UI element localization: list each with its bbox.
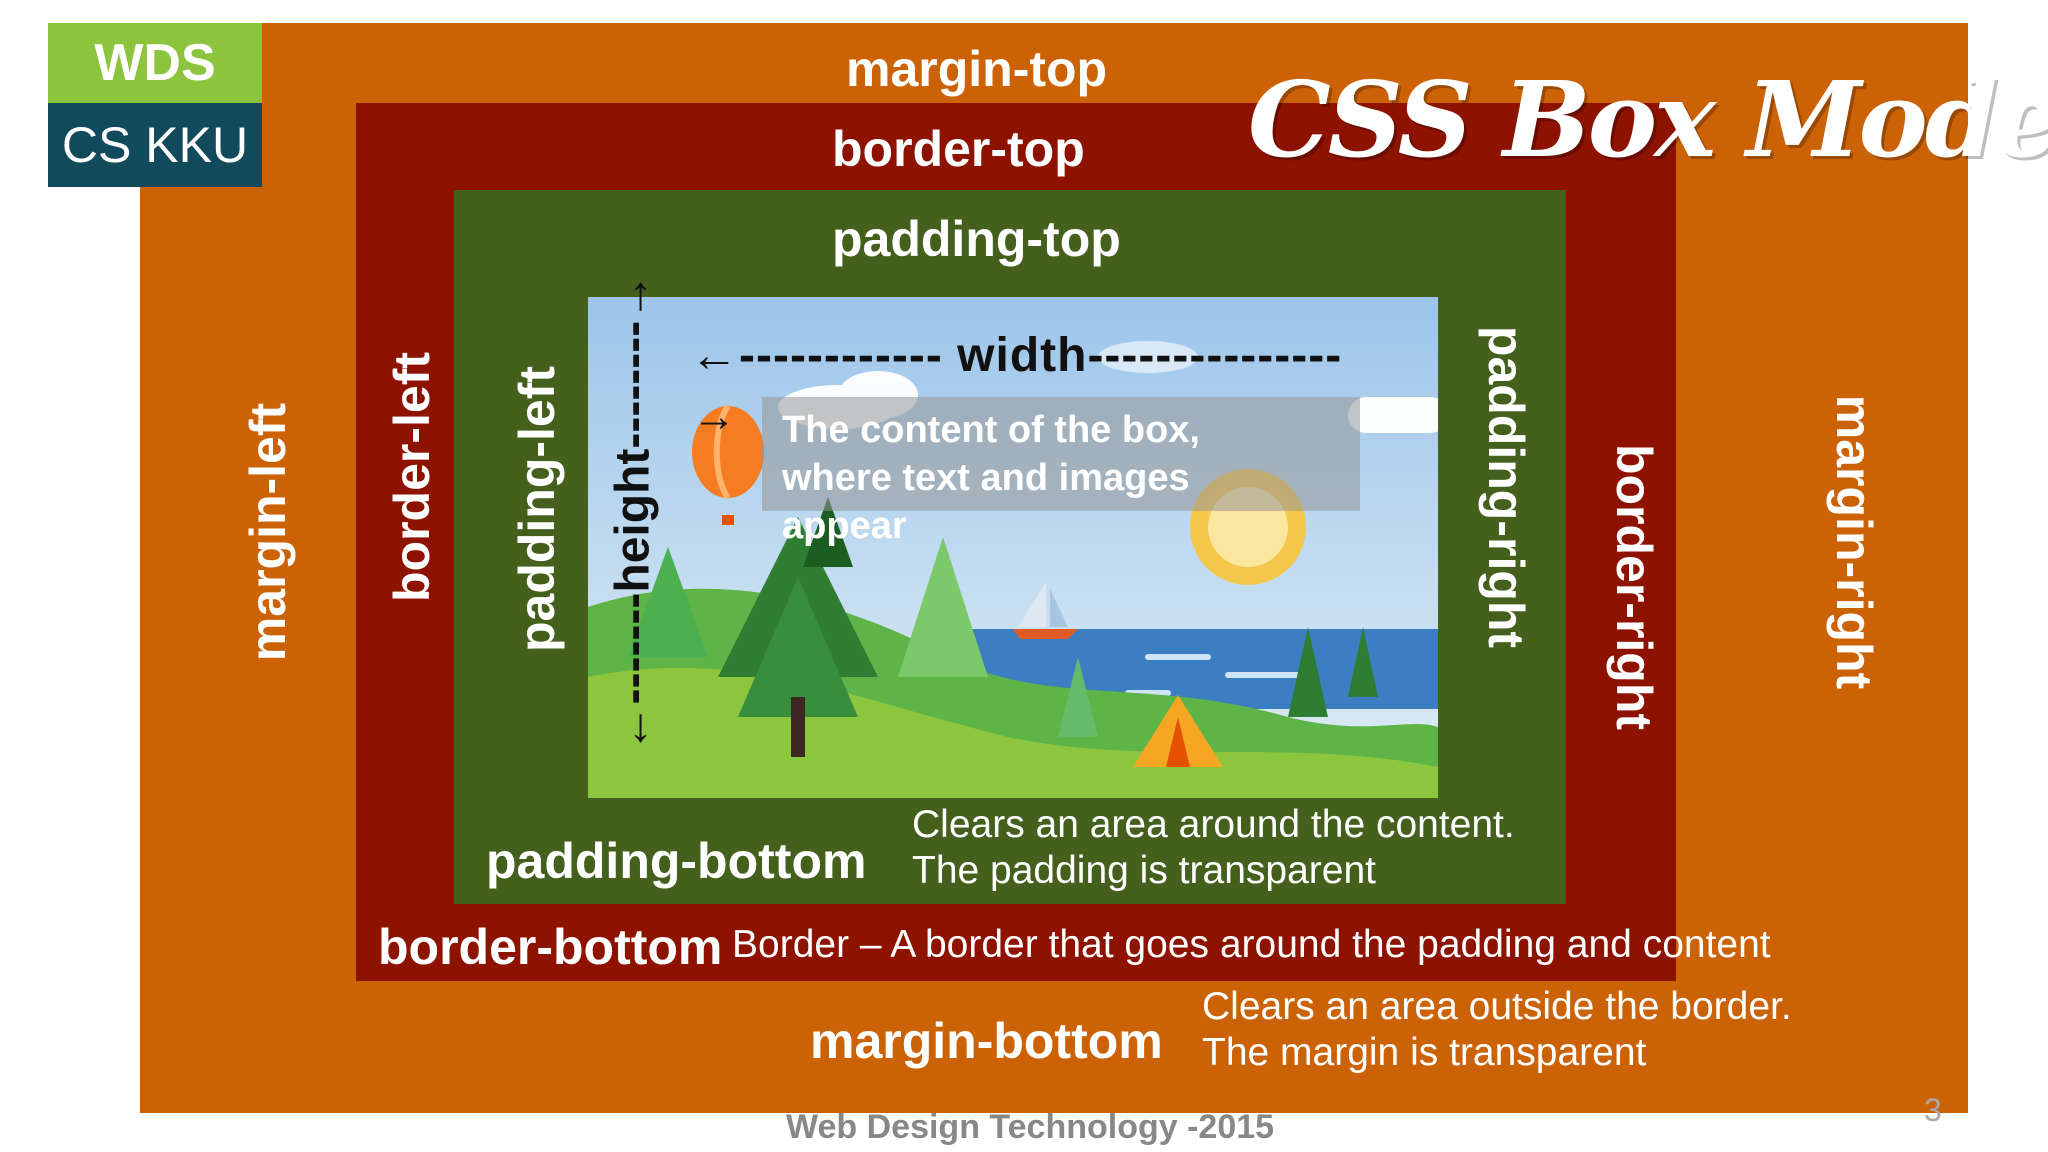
slide-title: CSS Box Model	[1248, 58, 2048, 181]
padding-bottom-label: padding-bottom	[486, 833, 867, 889]
tree-icon	[628, 497, 1378, 757]
margin-left-label: margin-left	[240, 402, 296, 662]
border-top-label: border-top	[832, 121, 1085, 177]
margin-right-label: margin-right	[1826, 394, 1882, 690]
padding-top-label: padding-top	[832, 211, 1121, 267]
content-caption-backdrop	[762, 397, 1360, 511]
content-area	[588, 297, 1438, 798]
padding-description: Clears an area around the content. The p…	[912, 803, 1515, 892]
landscape-illustration	[588, 297, 1438, 798]
sailboat-icon	[1013, 582, 1078, 639]
margin-description: Clears an area outside the border. The m…	[1202, 985, 1792, 1074]
width-arrow-label: ←------------ width---------------	[690, 329, 1343, 382]
content-caption: The content of the box, where text and i…	[782, 409, 1200, 547]
border-description: Border – A border that goes around the p…	[732, 923, 1771, 966]
logo-wds: WDS	[48, 23, 262, 103]
margin-top-label: margin-top	[846, 41, 1108, 97]
arrow-right-icon: →	[692, 392, 736, 441]
border-bottom-label: border-bottom	[378, 919, 723, 975]
padding-right-label: padding-right	[1478, 325, 1534, 649]
footer-text: Web Design Technology -2015	[786, 1108, 1275, 1146]
border-right-label: border-right	[1606, 443, 1662, 731]
margin-bottom-label: margin-bottom	[810, 1013, 1163, 1069]
border-left-label: border-left	[384, 352, 440, 602]
hot-air-balloon-icon	[692, 404, 764, 525]
logo-cs-kku: CS KKU	[48, 103, 262, 187]
height-arrow-label: ←-------height--------→	[606, 272, 660, 753]
page-number: 3	[1924, 1092, 1942, 1128]
padding-left-label: padding-left	[509, 365, 565, 653]
tent-icon	[1133, 695, 1223, 767]
